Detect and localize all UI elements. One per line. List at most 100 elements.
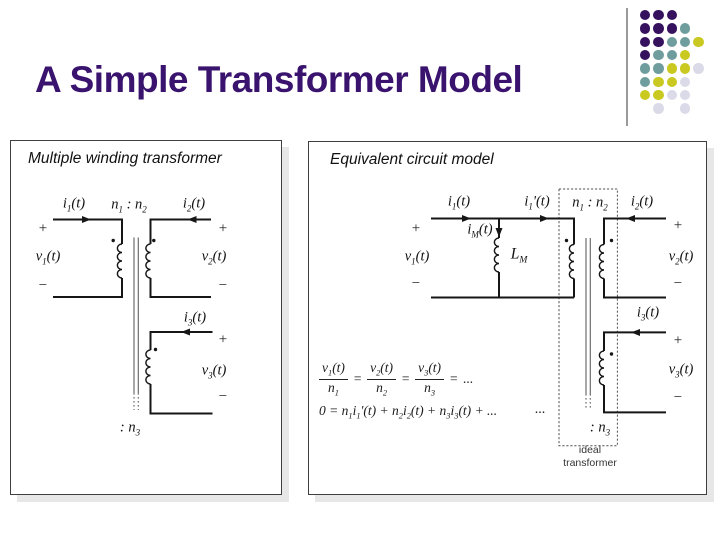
var-base: v <box>322 360 328 375</box>
var-sub: 1 <box>356 411 361 421</box>
label-i1: i1(t) <box>62 195 86 214</box>
decor-dot <box>666 10 678 21</box>
plus-sign-v1: + <box>38 220 48 237</box>
var-suffix: (t) <box>71 195 86 212</box>
var-sub: 1 <box>42 256 47 267</box>
eq-lhs: 0 = <box>319 402 342 418</box>
var-suffix: (t) <box>212 362 227 379</box>
var-sub: 3 <box>430 388 436 398</box>
winding-3-wires <box>149 331 213 415</box>
var-base: v <box>404 248 412 265</box>
var-base: n <box>376 379 383 395</box>
var-suffix: (t) <box>428 360 442 375</box>
var-base: n <box>111 196 119 213</box>
arrow-i1 <box>462 215 471 222</box>
var-suffix: (t) <box>380 360 393 375</box>
label-i3: i3(t) <box>637 305 659 323</box>
var-base: n <box>128 419 136 436</box>
var-suffix: (t) <box>458 402 472 418</box>
label-i3: i3(t) <box>184 310 206 328</box>
var-base: v <box>668 248 676 265</box>
ratio-colon: : <box>119 419 129 436</box>
label-v1: v1(t) <box>404 248 430 267</box>
var-suffix: (t) <box>332 360 345 375</box>
var-suffix: (t) <box>410 402 424 418</box>
decor-dot <box>653 63 664 74</box>
var-base: v <box>35 248 43 265</box>
decor-dot <box>653 76 664 88</box>
var-base: n <box>328 379 335 395</box>
var-sub: 2 <box>382 388 387 398</box>
label-v1: v1(t) <box>35 248 61 267</box>
var-sub: 2 <box>406 411 411 421</box>
decor-dot <box>640 89 651 101</box>
plus-operator: + <box>423 402 440 418</box>
label-i2: i2(t) <box>631 194 653 212</box>
ratio-colon: : <box>589 419 599 436</box>
decor-dot <box>693 36 704 48</box>
var-suffix: (t) <box>191 195 206 212</box>
var-base: i <box>62 195 67 212</box>
var-sub: 2 <box>675 256 680 267</box>
fraction-denominator: n1 <box>328 380 339 398</box>
var-sub: 1 <box>328 368 333 378</box>
var-sub: 1 <box>348 411 353 421</box>
var-base: i <box>467 221 472 238</box>
var-base: i <box>524 193 529 210</box>
ratio-colon: : <box>583 194 597 211</box>
tertiary-wires <box>603 331 666 414</box>
plus-operator: + <box>376 402 393 418</box>
coil-winding-3 <box>598 350 605 386</box>
decor-dot <box>653 89 664 101</box>
var-sub: 1 <box>528 201 533 212</box>
var-base: n <box>596 194 604 211</box>
current-arrows <box>82 216 197 336</box>
label-v2: v2(t) <box>668 248 694 267</box>
decor-dot <box>679 63 691 74</box>
decor-dot <box>679 89 691 101</box>
var-base: n <box>598 419 606 436</box>
term-n2i2: n2i2(t) <box>392 402 424 421</box>
polarity-dots <box>564 238 614 356</box>
ellipsis: ... <box>463 371 474 387</box>
arrow-im <box>495 228 503 237</box>
var-sub: 2 <box>603 202 608 213</box>
ratio-colon: : <box>122 196 136 213</box>
fraction-numerator: v3(t) <box>415 360 445 380</box>
winding-1-wires <box>53 218 123 298</box>
decor-dot <box>666 49 678 61</box>
decor-dot <box>679 103 691 114</box>
label-turns-ratio: n1 : n2 <box>572 194 608 213</box>
var-sub: 3 <box>208 370 213 381</box>
var-base: L <box>510 245 520 263</box>
decor-dot <box>666 36 678 48</box>
var-sub: 3 <box>135 427 141 438</box>
core-lines <box>585 238 591 409</box>
decor-dot <box>653 36 664 48</box>
minus-sign-v3: − <box>673 389 683 406</box>
var-suffix: (t) <box>456 193 471 210</box>
term-n1i1: n1i1'(t) <box>341 402 377 421</box>
core-lines <box>133 237 139 410</box>
ellipsis: + ... <box>471 402 498 418</box>
fraction-numerator: v1(t) <box>319 360 348 380</box>
var-base: v <box>668 361 676 378</box>
coil-winding-1 <box>116 243 123 279</box>
var-suffix: (t) <box>679 361 694 378</box>
decor-dot <box>640 10 651 21</box>
plus-sign-v2: + <box>218 220 228 237</box>
arrow-i1-prime <box>540 215 549 222</box>
label-lm: LM <box>510 245 528 266</box>
current-arrows <box>462 215 640 336</box>
decor-dot <box>666 76 678 88</box>
var-suffix: (t) <box>679 248 694 265</box>
var-prime: ' <box>532 193 536 210</box>
coil-winding-3 <box>145 349 151 385</box>
minus-sign-v1: − <box>38 277 48 294</box>
decor-dot <box>679 23 691 34</box>
var-sub: 3 <box>605 427 611 438</box>
var-suffix: (t) <box>212 248 227 265</box>
coil-ideal-left <box>568 243 575 280</box>
var-base: n <box>341 402 349 418</box>
